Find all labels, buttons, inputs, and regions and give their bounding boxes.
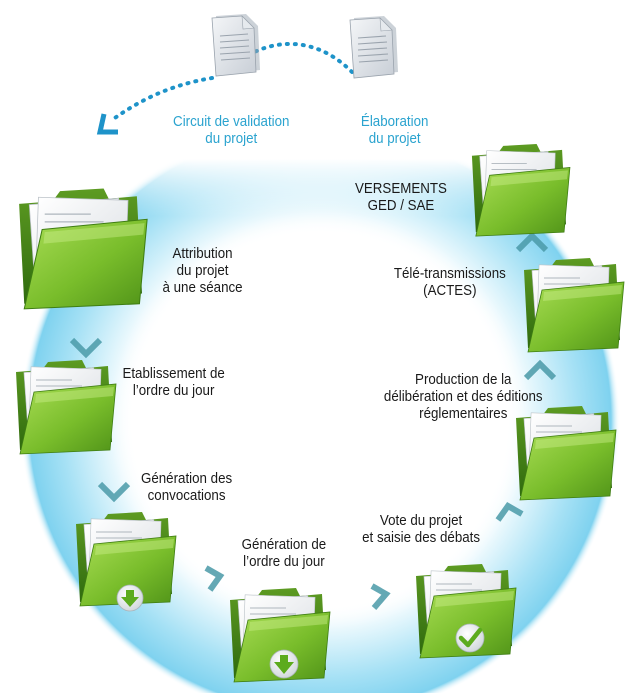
folder-icon-attribution	[18, 187, 148, 310]
download-arrow-icon	[116, 584, 144, 612]
document-icon-circuit	[211, 13, 261, 77]
chevron-icon	[515, 231, 549, 253]
checkmark-icon	[455, 623, 485, 653]
chevron-icon	[523, 359, 557, 381]
download-arrow-icon	[269, 649, 299, 679]
folder-icon-versements	[471, 143, 571, 237]
chevron-icon	[204, 565, 225, 592]
chevron-icon	[97, 481, 131, 503]
label-teletransmissions: Télé-transmissions(ACTES)	[393, 266, 506, 299]
chevron-icon	[370, 583, 391, 610]
chevron-icon	[495, 502, 524, 522]
folder-icon-teletransmissions	[523, 257, 625, 353]
folder-icon-etablissement	[15, 359, 117, 455]
dotted-arrow	[96, 41, 354, 135]
chevron-icon	[69, 337, 103, 359]
document-icon-elaboration	[349, 15, 399, 79]
